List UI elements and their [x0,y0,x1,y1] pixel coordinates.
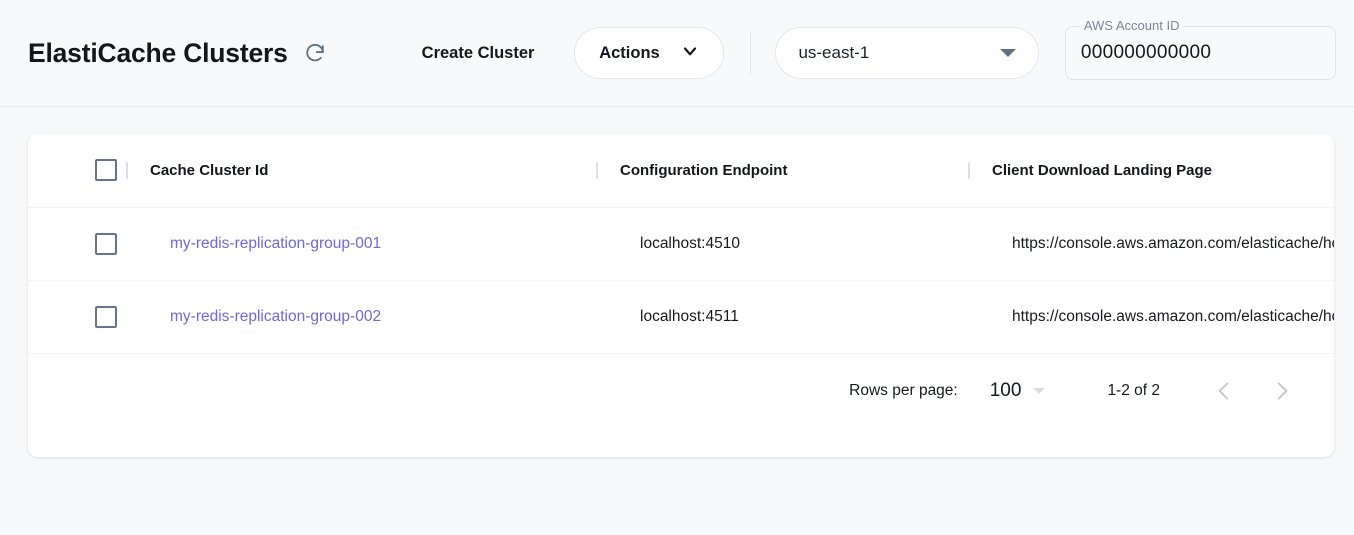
region-select[interactable]: us-east-1 [775,27,1039,79]
table-head: Cache Cluster Id Configuration Endpoint … [28,134,1334,208]
triangle-down-icon [1033,387,1046,394]
cell-cache-cluster-id: my-redis-replication-group-001 [126,207,596,281]
pagination: Rows per page: 100 1-2 of 2 [28,354,1334,428]
actions-button[interactable]: Actions [574,27,725,79]
table-row: my-redis-replication-group-002 localhost… [28,280,1334,354]
table-row: my-redis-replication-group-001 localhost… [28,207,1334,281]
row-select-cell [28,207,126,281]
rows-per-page-value: 100 [989,379,1022,401]
row-checkbox[interactable] [95,305,117,328]
title-group: ElastiCache Clusters [28,38,328,69]
table-header-row: Cache Cluster Id Configuration Endpoint … [28,134,1334,208]
column-divider [968,161,970,179]
column-header-label: Cache Cluster Id [150,161,269,179]
actions-button-label: Actions [599,43,660,62]
column-header-cache-cluster-id[interactable]: Cache Cluster Id [126,134,596,208]
column-header-configuration-endpoint[interactable]: Configuration Endpoint [596,134,968,208]
cell-client-download-landing-page: https://console.aws.amazon.com/elasticac… [968,280,1334,354]
chevron-down-icon [680,41,700,66]
select-all-header [28,134,126,208]
cluster-link[interactable]: my-redis-replication-group-001 [170,234,382,252]
column-divider [596,161,598,179]
toolbar-divider [750,31,752,75]
column-header-label: Client Download Landing Page [992,161,1213,179]
row-checkbox[interactable] [95,232,117,255]
chevron-left-icon[interactable] [1202,369,1246,413]
cluster-link[interactable]: my-redis-replication-group-002 [170,307,382,325]
page-body: Cache Cluster Id Configuration Endpoint … [0,107,1354,535]
landing-page-url: https://console.aws.amazon.com/elasticac… [1012,234,1334,252]
clusters-card: Cache Cluster Id Configuration Endpoint … [28,134,1334,457]
aws-account-id-value: 000000000000 [1080,42,1212,63]
app-header: ElastiCache Clusters Create Cluster Acti… [0,0,1354,107]
region-select-value: us-east-1 [798,43,870,62]
column-header-client-download-landing-page[interactable]: Client Download Landing Page [968,134,1334,208]
refresh-icon[interactable] [302,40,328,66]
landing-page-url: https://console.aws.amazon.com/elasticac… [1012,307,1334,325]
row-select-cell [28,280,126,354]
aws-account-id-field[interactable]: AWS Account ID 000000000000 [1064,18,1336,80]
select-all-checkbox[interactable] [95,159,117,182]
table-body: my-redis-replication-group-001 localhost… [28,207,1334,354]
pagination-range: 1-2 of 2 [1107,381,1160,399]
rows-per-page-select[interactable]: 100 [990,380,1046,402]
clusters-table: Cache Cluster Id Configuration Endpoint … [28,134,1334,354]
triangle-down-icon [999,49,1016,57]
cell-client-download-landing-page: https://console.aws.amazon.com/elasticac… [968,207,1334,281]
create-cluster-button[interactable]: Create Cluster [416,36,541,71]
column-header-label: Configuration Endpoint [620,161,788,179]
rows-per-page-label: Rows per page: [849,381,958,399]
cell-cache-cluster-id: my-redis-replication-group-002 [126,280,596,354]
aws-account-id-label: AWS Account ID [1078,18,1185,33]
page-title: ElastiCache Clusters [28,37,288,68]
chevron-right-icon[interactable] [1260,369,1304,413]
cell-configuration-endpoint: localhost:4511 [596,280,968,354]
cell-configuration-endpoint: localhost:4510 [596,207,968,281]
column-divider [126,161,128,179]
